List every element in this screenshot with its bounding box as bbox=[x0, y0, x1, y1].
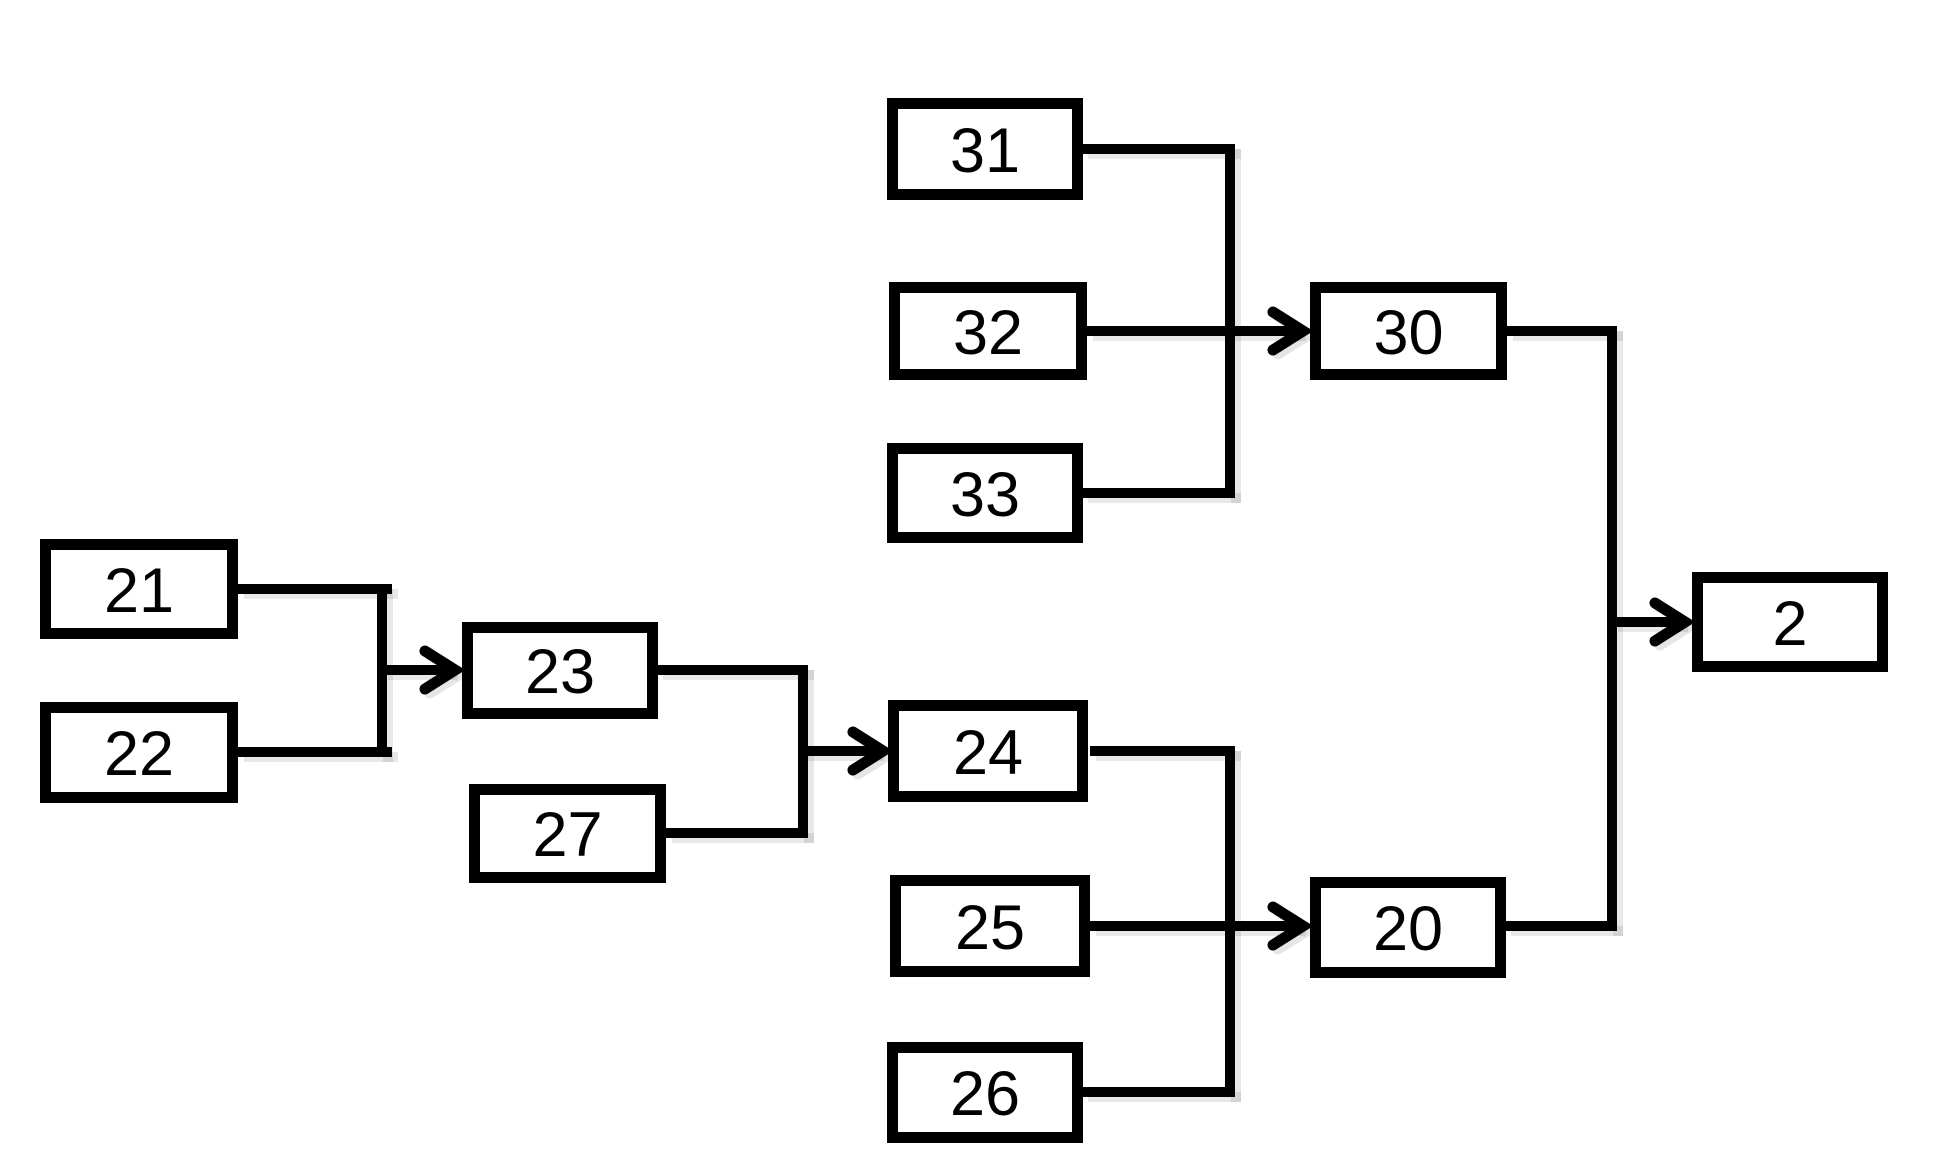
edge-22-out-segment bbox=[238, 747, 392, 757]
junction-31-33-rail bbox=[1225, 144, 1235, 498]
node-box-24: 24 bbox=[888, 700, 1088, 802]
edge-26-out-segment bbox=[1082, 1087, 1235, 1097]
node-label-32: 32 bbox=[952, 297, 1024, 368]
edge-27-out-segment bbox=[666, 828, 808, 838]
node-label-26: 26 bbox=[949, 1059, 1021, 1129]
edge-21-out-segment bbox=[238, 584, 392, 594]
node-label-2: 2 bbox=[1772, 588, 1808, 659]
edge-32-to-30-segment bbox=[1087, 326, 1300, 336]
node-box-26: 26 bbox=[887, 1042, 1083, 1143]
node-box-33: 33 bbox=[887, 443, 1083, 543]
arrow-shaft-into-2 bbox=[1612, 617, 1682, 627]
arrowhead-into-20 bbox=[1266, 900, 1310, 952]
arrow-shaft-into-23 bbox=[382, 665, 452, 675]
arrowhead-into-23 bbox=[418, 644, 462, 696]
edge-20-out-segment bbox=[1505, 921, 1617, 931]
node-label-23: 23 bbox=[524, 637, 596, 707]
node-label-24: 24 bbox=[952, 717, 1024, 788]
node-label-25: 25 bbox=[954, 892, 1026, 963]
edge-31-out-segment bbox=[1082, 144, 1235, 154]
node-label-20: 20 bbox=[1372, 894, 1444, 964]
edge-23-out-segment bbox=[657, 665, 808, 675]
node-label-30: 30 bbox=[1373, 297, 1444, 368]
junction-30-20-rail bbox=[1607, 326, 1617, 931]
node-box-22: 22 bbox=[40, 702, 238, 803]
edge-25-to-20-segment bbox=[1090, 921, 1300, 931]
edge-33-out-segment bbox=[1082, 488, 1235, 498]
node-box-20: 20 bbox=[1310, 877, 1506, 978]
arrowhead-into-24 bbox=[846, 725, 890, 777]
node-box-23: 23 bbox=[462, 622, 658, 719]
arrowhead-into-30 bbox=[1266, 305, 1310, 357]
arrowhead-into-2 bbox=[1648, 596, 1692, 648]
node-label-21: 21 bbox=[103, 555, 175, 626]
node-box-32: 32 bbox=[889, 282, 1087, 380]
node-box-27: 27 bbox=[469, 784, 666, 883]
node-label-33: 33 bbox=[949, 459, 1021, 530]
node-box-2: 2 bbox=[1692, 572, 1888, 672]
node-label-31: 31 bbox=[949, 115, 1021, 186]
node-box-31: 31 bbox=[887, 98, 1083, 200]
edge-30-out-segment bbox=[1507, 326, 1617, 336]
node-label-22: 22 bbox=[103, 719, 175, 789]
node-box-25: 25 bbox=[890, 875, 1090, 977]
edge-24-out-segment bbox=[1090, 746, 1235, 756]
arrow-shaft-into-24 bbox=[798, 746, 878, 756]
node-box-21: 21 bbox=[40, 539, 238, 639]
node-box-30: 30 bbox=[1310, 282, 1507, 380]
node-label-27: 27 bbox=[532, 800, 603, 870]
